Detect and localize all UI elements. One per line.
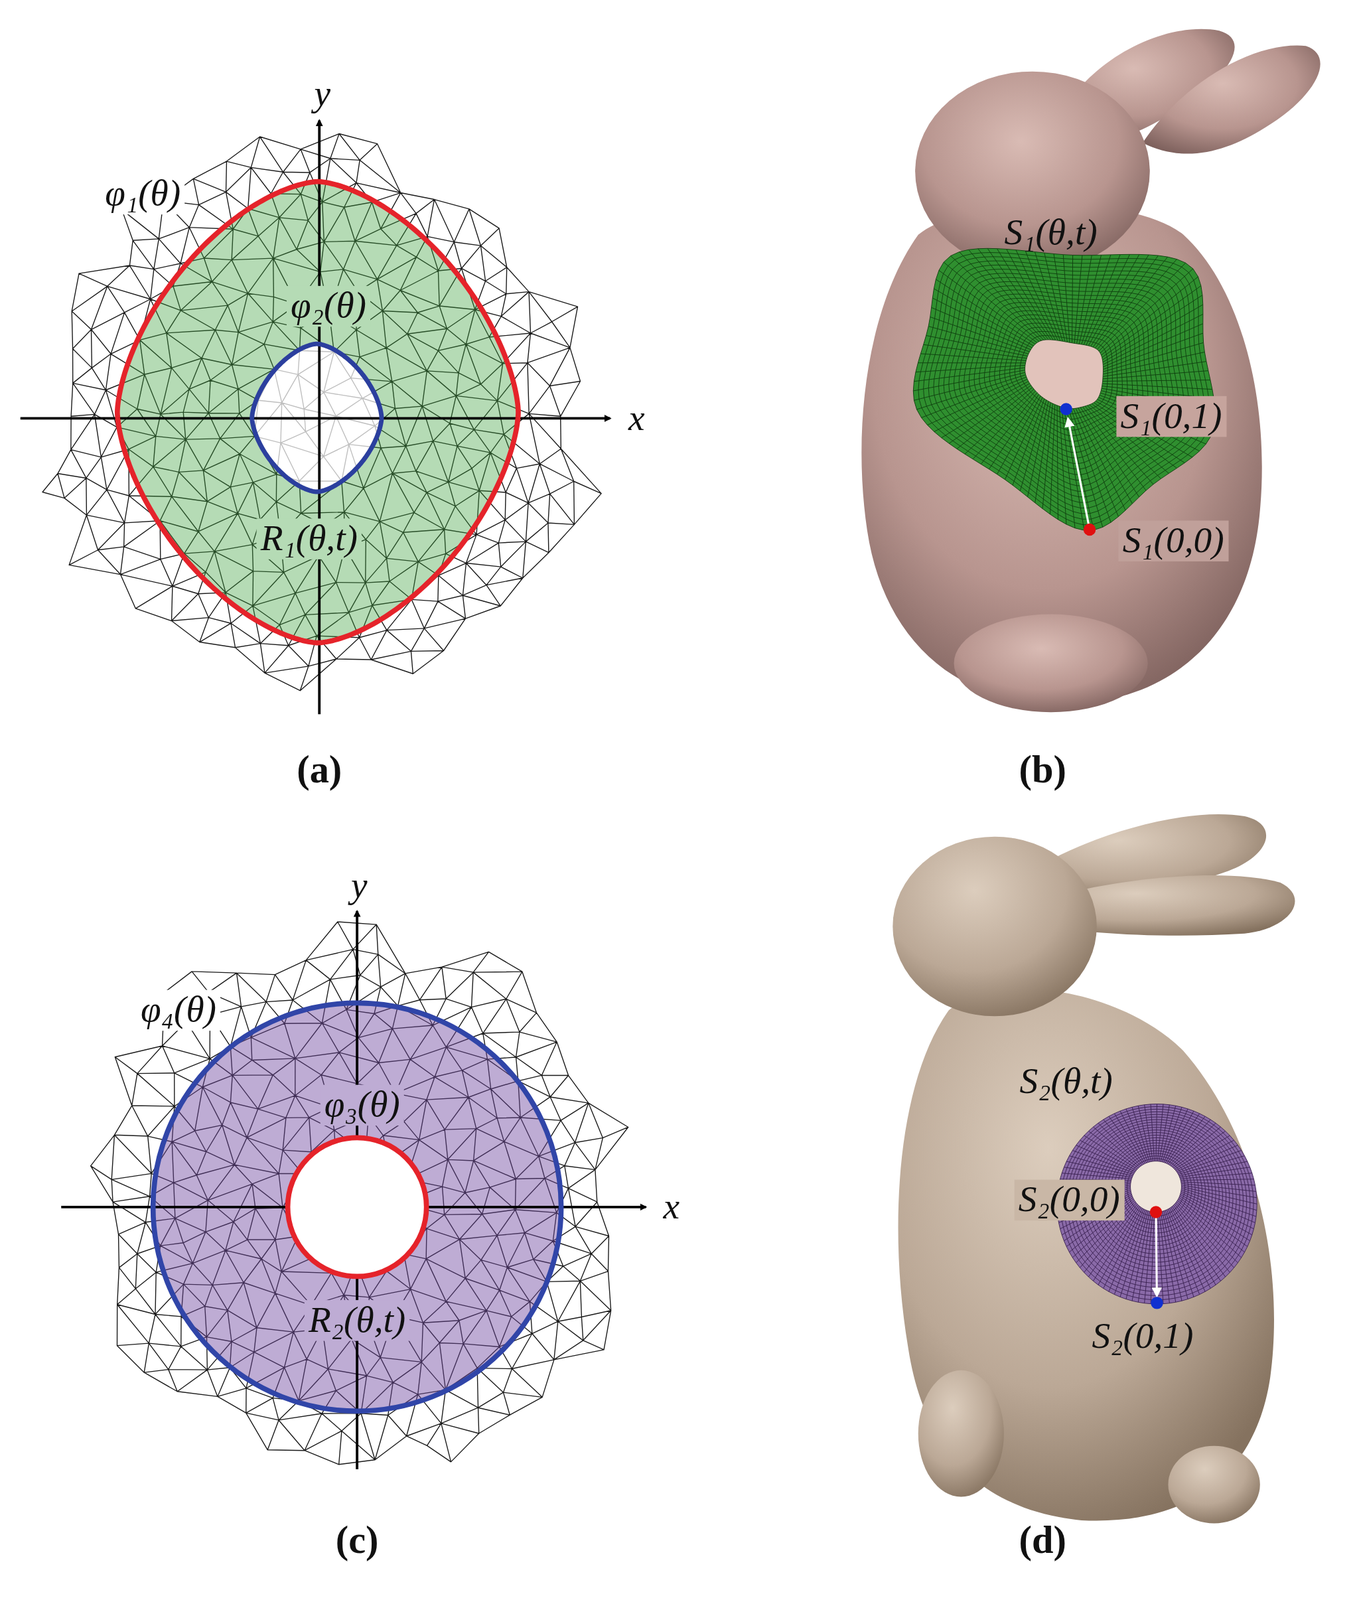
bunny-ear — [1142, 45, 1321, 154]
panel-label: (a) — [292, 749, 346, 792]
math-label: x — [658, 1186, 684, 1227]
math-label: R₁(θ,t) — [256, 518, 363, 559]
planar-mesh-a — [20, 120, 611, 715]
direction-arrow — [1155, 1212, 1157, 1296]
math-label: S₁(θ,t) — [1000, 212, 1102, 253]
math-label: φ₃(θ) — [320, 1084, 405, 1126]
end-dot — [1150, 1296, 1163, 1309]
bunny-side-view — [892, 814, 1295, 1523]
bunny-head — [915, 71, 1150, 272]
region-r1 — [117, 181, 519, 644]
math-label: y — [309, 73, 335, 115]
bunny-tail — [954, 614, 1148, 713]
triangle-mesh — [42, 134, 602, 691]
math-label: S₁(0,0) — [1118, 520, 1228, 561]
panel-label: (d) — [1014, 1518, 1071, 1562]
direction-arrow — [1068, 418, 1091, 530]
math-label: S₂(θ,t) — [1015, 1061, 1117, 1102]
start-dot — [1149, 1205, 1162, 1218]
end-dot — [1059, 402, 1072, 415]
math-label: φ₂(θ) — [286, 286, 371, 327]
surface-patch-s1 — [913, 248, 1216, 536]
bunny-body — [898, 988, 1275, 1521]
inner-circle — [287, 1137, 427, 1277]
math-label: S₂(0,1) — [1087, 1316, 1198, 1358]
panel-label: (c) — [331, 1518, 383, 1562]
bunny-leg — [918, 1370, 1004, 1498]
panel-label: (b) — [1014, 749, 1071, 792]
x-axis — [20, 416, 611, 420]
inner-curve — [252, 343, 382, 492]
math-label: S₂(0,0) — [1014, 1179, 1125, 1221]
bunny-back-view — [861, 29, 1320, 713]
math-label: φ₄(θ) — [136, 990, 221, 1031]
planar-mesh-c — [61, 911, 646, 1470]
math-label: x — [624, 398, 649, 439]
patch-fill — [913, 248, 1216, 531]
triangle-mesh — [90, 921, 629, 1465]
outer-circle — [153, 1002, 562, 1411]
bunny-tail — [1167, 1445, 1260, 1524]
math-label: R₂(θ,t) — [304, 1299, 411, 1341]
bunny-head — [892, 836, 1097, 1017]
y-axis — [317, 120, 321, 715]
math-label: S₁(0,1) — [1116, 396, 1226, 437]
patch-hole — [1025, 339, 1104, 409]
math-label: φ₁(θ) — [100, 173, 185, 215]
start-dot — [1083, 523, 1096, 536]
outer-curve — [117, 181, 519, 644]
patch-grid — [913, 248, 1216, 531]
math-label: y — [347, 865, 372, 906]
